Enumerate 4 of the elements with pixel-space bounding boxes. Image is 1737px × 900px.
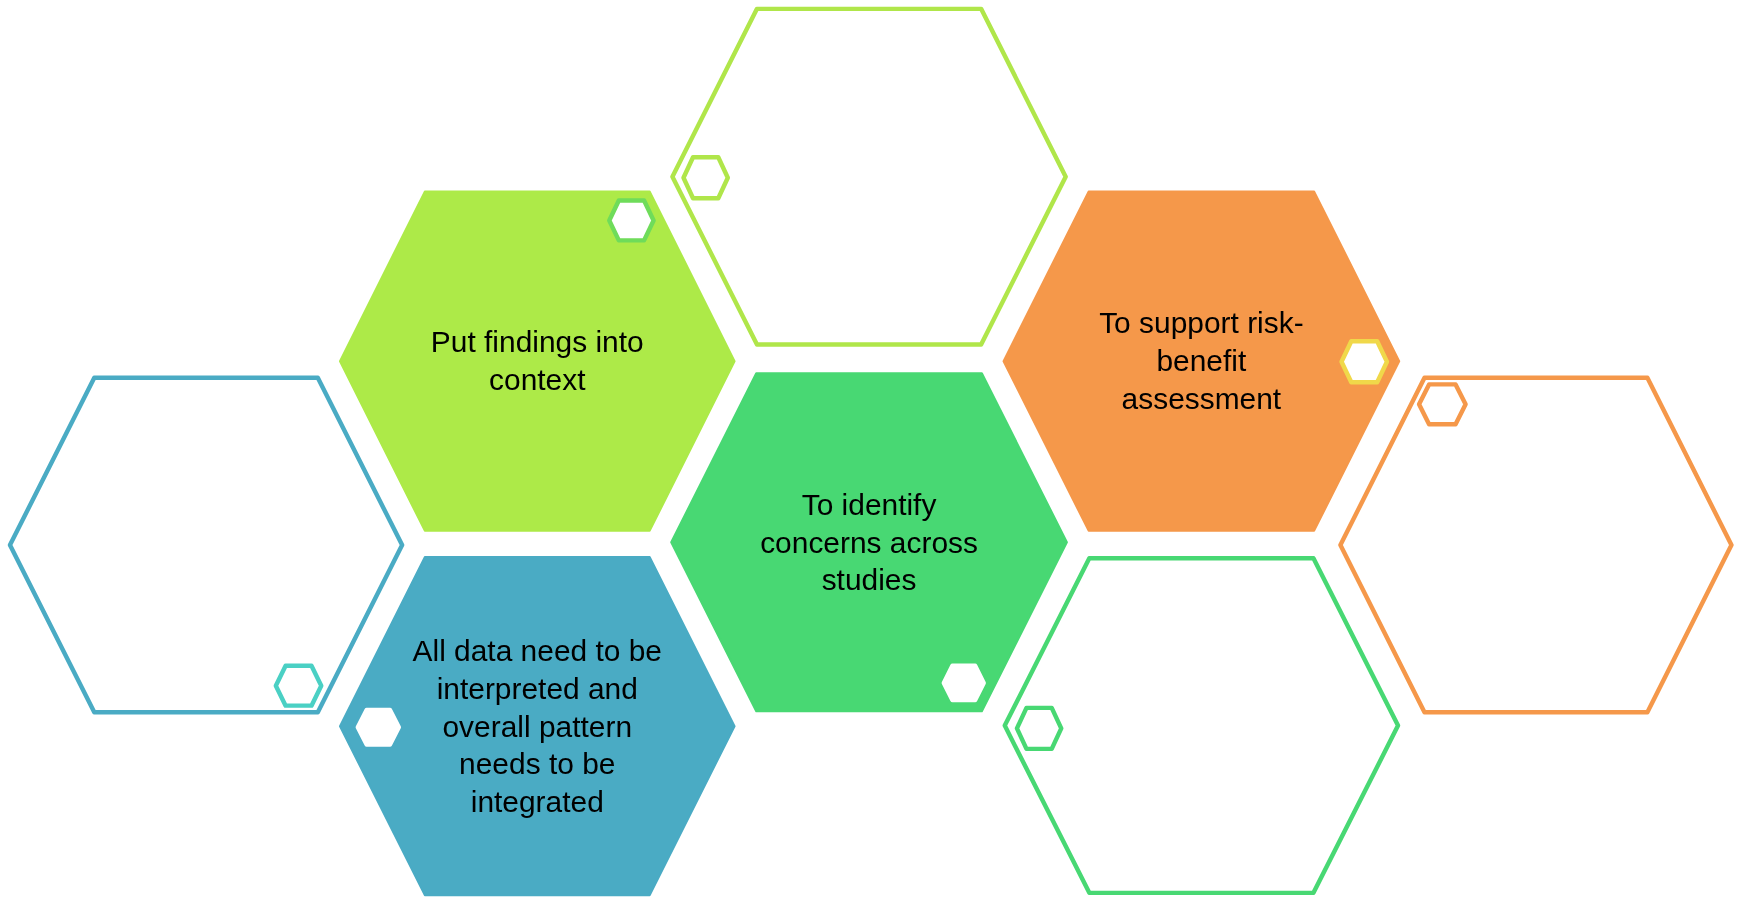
hexagon-label: To identify concerns across studies (759, 487, 979, 599)
hexagon-label: Put findings into context (429, 324, 645, 399)
hexagon-label: All data need to be interpreted and overall pattern needs to be integrated (411, 633, 663, 821)
hexagon-label: To support risk-benefit assessment (1098, 305, 1305, 418)
